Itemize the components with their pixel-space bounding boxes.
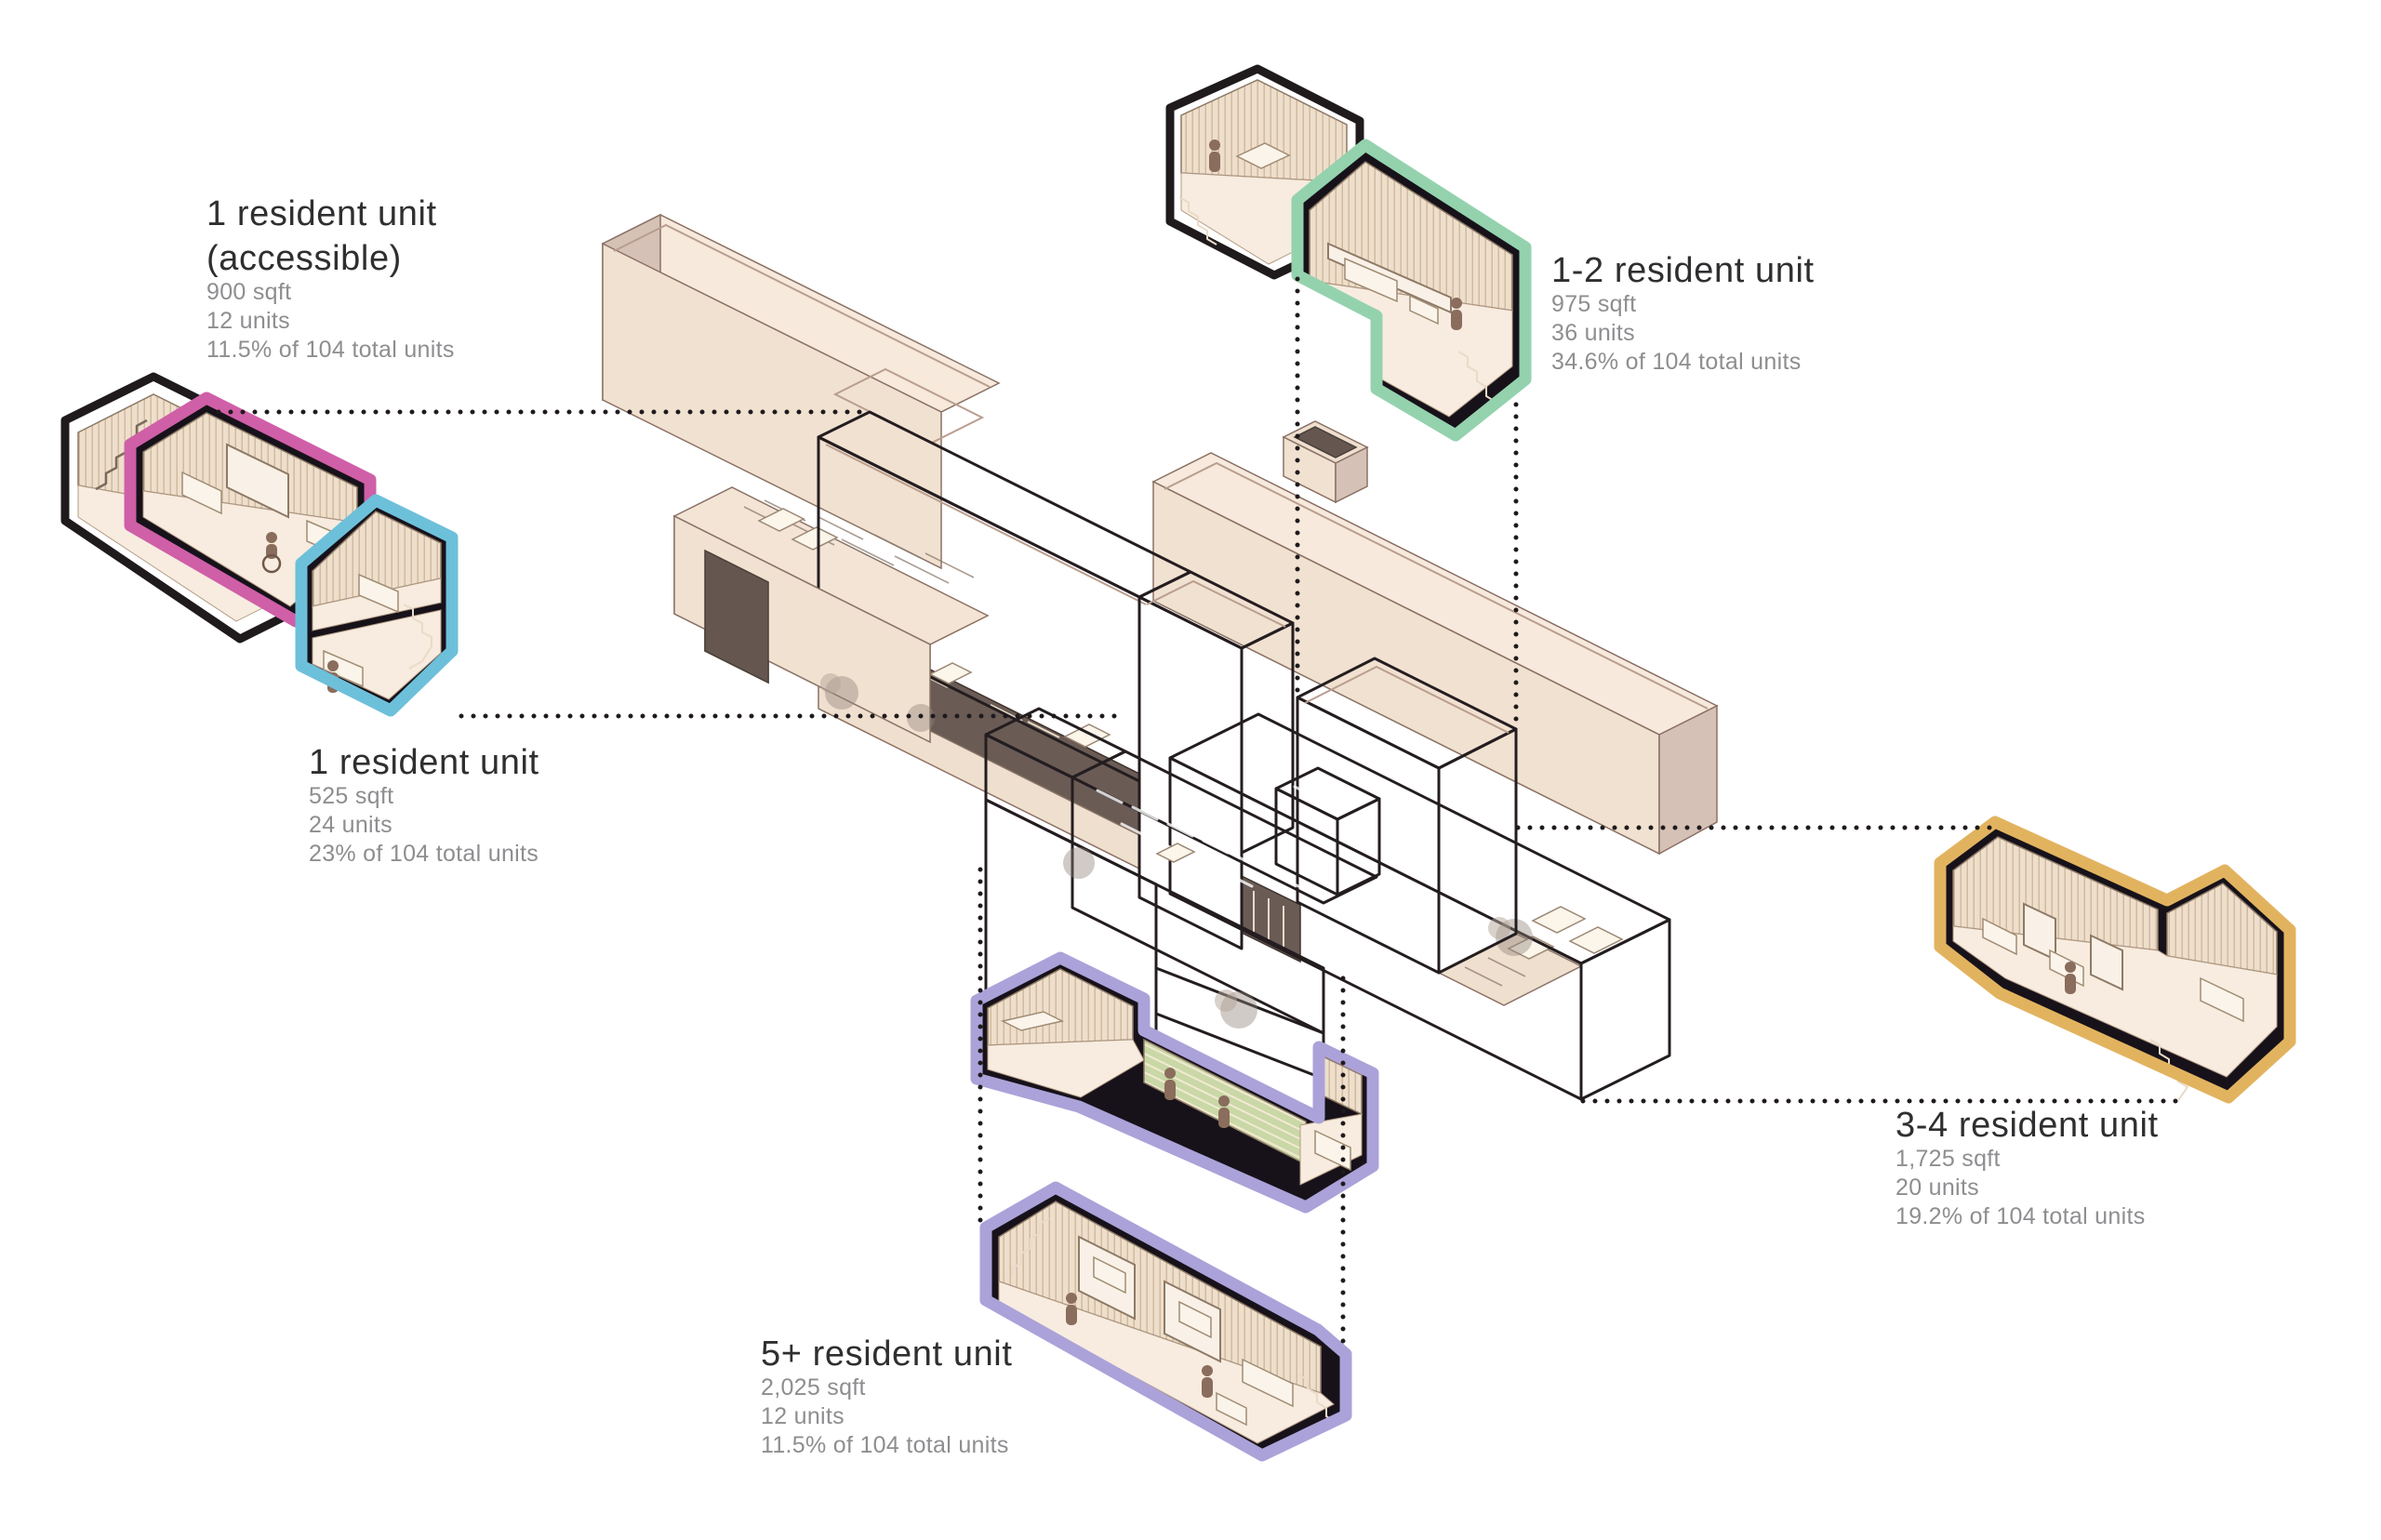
unit-area: 1,725 sqft	[1895, 1146, 2001, 1172]
sofa	[1242, 1358, 1294, 1408]
wood-wall	[1952, 836, 2159, 951]
bed-1	[1982, 917, 2017, 956]
stairs-icon	[403, 604, 432, 670]
wheelchair-person-icon	[261, 532, 282, 574]
label-unit-5-plus: 5+ resident unit 2,025 sqft 12 units 11.…	[761, 1334, 1013, 1458]
leader-lines	[216, 276, 2188, 1349]
unit-count: 24 units	[309, 812, 392, 838]
unit-area: 525 sqft	[309, 783, 393, 809]
unit-share: 34.6% of 104 total units	[1551, 349, 1802, 375]
left-floor	[987, 1039, 1145, 1098]
bed-3	[2200, 976, 2244, 1023]
unit-title: 1-2 resident unit	[1551, 251, 1815, 290]
volume-cyan-1-resident[interactable]	[1137, 570, 1295, 950]
person-icon-2	[1218, 1095, 1230, 1128]
yellow-roof-planters	[1337, 906, 1624, 1026]
unit-count: 12 units	[206, 308, 290, 334]
unit-title: 5+ resident unit	[761, 1334, 1013, 1374]
label-unit-1-accessible: 1 resident unit (accessible) 900 sqft 12…	[206, 194, 455, 363]
unit-title: 3-4 resident unit	[1895, 1106, 2159, 1145]
yellow-side-face	[1579, 918, 1671, 1101]
label-unit-1: 1 resident unit 525 sqft 24 units 23% of…	[309, 743, 539, 867]
inset-unit-1-accessible[interactable]	[124, 392, 377, 628]
unit-share: 23% of 104 total units	[309, 841, 539, 867]
green-outline	[1291, 139, 1532, 442]
label-unit-3-4: 3-4 resident unit 1,725 sqft 20 units 19…	[1895, 1106, 2159, 1229]
red-right-face	[1336, 797, 1381, 896]
unit-area: 2,025 sqft	[761, 1374, 866, 1401]
rear-bar-front	[602, 242, 942, 570]
unit-count: 20 units	[1895, 1175, 1979, 1201]
inset-silhouette	[1165, 64, 1364, 280]
unit-count: 36 units	[1551, 320, 1635, 346]
window-mullions	[1253, 891, 1284, 947]
person-icon-2	[1202, 1365, 1213, 1398]
green-left-face	[1296, 696, 1441, 975]
unit-area: 975 sqft	[1551, 291, 1636, 317]
lavender-outline	[979, 1181, 1352, 1462]
wood-wall-right	[2166, 883, 2278, 976]
purple-terrace-planters	[1096, 789, 1300, 888]
person-icon	[1164, 1068, 1176, 1100]
stairs-left-icon	[1011, 1217, 1050, 1278]
volume-purple-5-plus[interactable]	[984, 707, 1378, 1148]
unit-share: 11.5% of 104 total units	[206, 337, 455, 363]
stairs-icon	[95, 418, 148, 491]
bed	[181, 471, 222, 515]
person-icon	[2065, 962, 2076, 994]
sofa	[1344, 257, 1398, 303]
unit-count: 12 units	[761, 1403, 845, 1429]
roof-void	[1282, 420, 1369, 504]
green-right-face	[1437, 727, 1518, 975]
loft-floor	[312, 578, 442, 631]
gold-outline	[1934, 816, 2296, 1104]
unit-subtitle: (accessible)	[206, 239, 402, 278]
purple-terrace-top	[1071, 750, 1378, 905]
desk	[1235, 142, 1291, 169]
person-icon	[1209, 139, 1220, 172]
bed	[358, 573, 399, 614]
person-icon	[1066, 1293, 1077, 1325]
unit-area: 900 sqft	[206, 279, 291, 305]
table	[1409, 294, 1439, 325]
partition-2	[2090, 934, 2123, 991]
court-right-shelves	[1464, 936, 1555, 987]
inset-unit-3-4-resident[interactable]	[1934, 816, 2296, 1104]
inset-unit-5-plus-lower[interactable]	[979, 1181, 1352, 1462]
right-wing-end	[1658, 704, 1718, 856]
sofa	[323, 649, 364, 688]
table	[1216, 1391, 1247, 1427]
courtyard-left-hatch	[743, 499, 975, 584]
lavender-outline	[970, 951, 1379, 1214]
inset-unit-1-2-resident[interactable]	[1291, 139, 1532, 442]
unit-share: 11.5% of 104 total units	[761, 1432, 1009, 1458]
court-windows	[1241, 874, 1301, 963]
unit-title: 1 resident unit	[206, 194, 437, 233]
bed-2	[1178, 1300, 1212, 1339]
sofa	[1000, 1011, 1065, 1031]
partition-wall	[226, 443, 289, 519]
inset-unit-5-plus-upper[interactable]	[970, 951, 1379, 1214]
label-unit-1-2: 1-2 resident unit 975 sqft 36 units 34.6…	[1551, 251, 1815, 375]
inset-unit-1-resident[interactable]	[295, 494, 459, 717]
unit-share: 19.2% of 104 total units	[1895, 1203, 2146, 1229]
stairs-right-icon	[1297, 1374, 1337, 1423]
floor	[1952, 925, 2278, 1078]
wood-wall	[312, 511, 442, 607]
cyan-outline	[295, 494, 459, 717]
unit-title: 1 resident unit	[309, 743, 539, 782]
volume-green-1-2-resident[interactable]	[1296, 657, 1518, 975]
stairs-icon	[1178, 196, 1217, 246]
bed-1	[1093, 1255, 1126, 1294]
cyan-front-face	[1137, 595, 1244, 950]
person-icon	[1451, 298, 1462, 330]
